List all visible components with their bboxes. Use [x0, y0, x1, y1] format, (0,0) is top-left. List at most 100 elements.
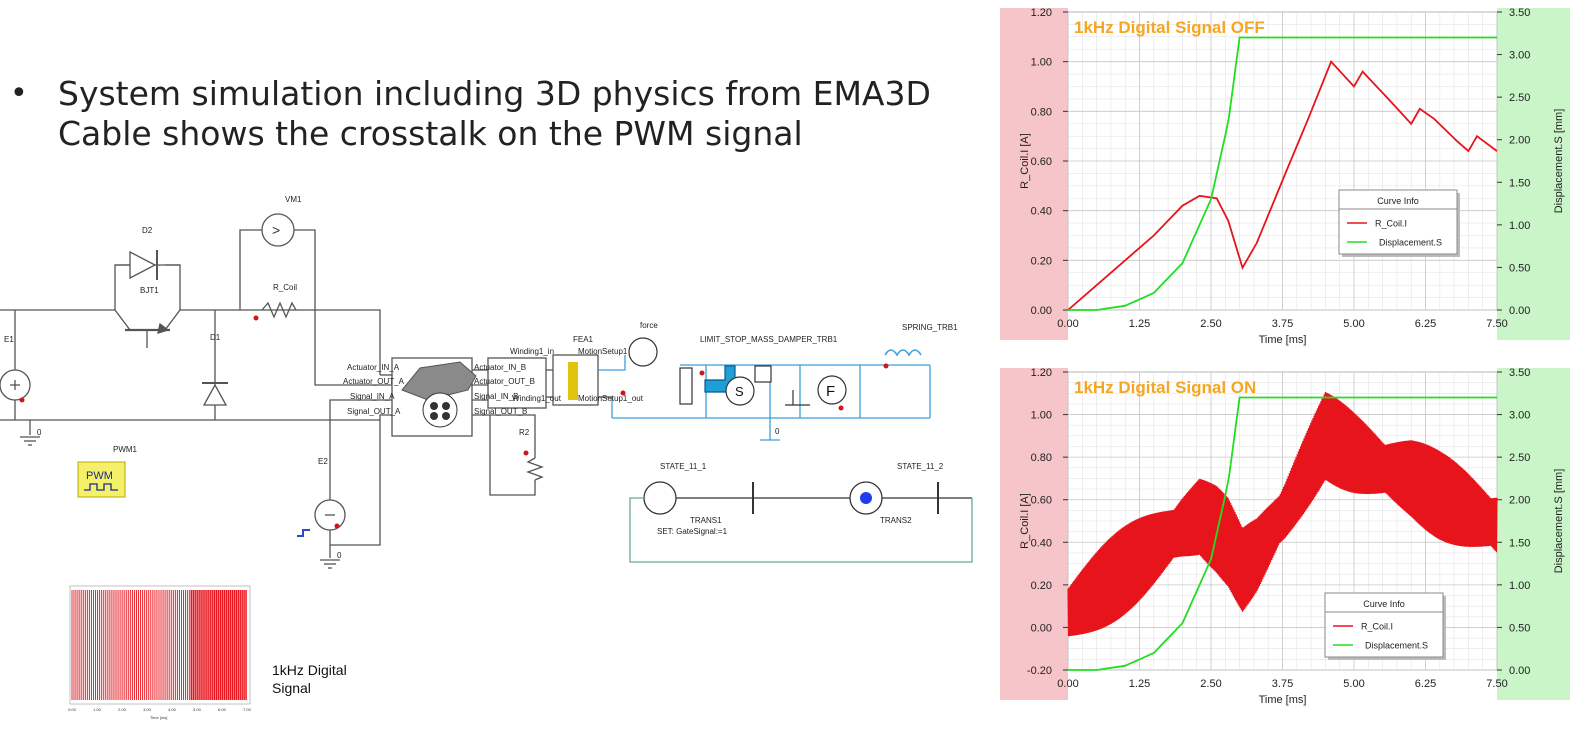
y-tick-label: 0.80 — [1031, 452, 1052, 464]
label-act-in-a: Actuator_IN_A — [347, 363, 400, 372]
system-schematic: S F > PWM VM1 D2 BJT1 R_Coil D1 E1 — [0, 195, 973, 569]
label-r2: R2 — [519, 428, 530, 437]
signal-caption-line-2: Signal — [272, 680, 311, 696]
y-tick-label: 0.40 — [1031, 206, 1052, 218]
y-tick-label: 0.60 — [1031, 156, 1052, 168]
pwm-thumb-xtick: 5.00 — [193, 707, 202, 712]
y-tick-label: -0.20 — [1027, 665, 1052, 677]
signal-caption-line-1: 1kHz Digital — [272, 662, 347, 678]
x-tick-label: 6.25 — [1415, 318, 1436, 330]
signal-caption: 1kHz Digital Signal — [272, 661, 347, 697]
s-symbol: S — [735, 384, 744, 399]
label-d1: D1 — [210, 333, 221, 342]
pwm-thumb-xlabel: Time [ms] — [150, 715, 167, 720]
bullet-dot-icon: • — [10, 76, 28, 111]
y2-tick-label: 1.00 — [1509, 220, 1530, 232]
pwm-thumb-xtick: 6.00 — [218, 707, 227, 712]
label-gnd2: 0 — [337, 551, 342, 560]
coil-current-series-line — [1067, 391, 1498, 637]
pwm-thumb-xtick: 1.00 — [93, 707, 102, 712]
label-trans1-set: SET: GateSignal:=1 — [657, 527, 728, 536]
y2-tick-label: 0.00 — [1509, 665, 1530, 677]
label-trans2: TRANS2 — [880, 516, 912, 525]
label-vm1: VM1 — [285, 195, 302, 204]
pwm-block-text: PWM — [86, 470, 113, 482]
label-e1: E1 — [4, 335, 14, 344]
label-force: force — [640, 321, 658, 330]
y-axis-label: R_Coil.I [A] — [1019, 133, 1031, 189]
pwm-thumb-xtick: 3.00 — [143, 707, 152, 712]
y-tick-label: 0.00 — [1031, 305, 1052, 317]
chart-title: 1kHz Digital Signal ON — [1074, 378, 1256, 397]
label-act-out-b: Actuator_OUT_B — [474, 377, 535, 386]
label-sig-out-b: Signal_OUT_B — [474, 407, 527, 416]
y-tick-label: 0.20 — [1031, 580, 1052, 592]
y-tick-label: 1.00 — [1031, 410, 1052, 422]
x-tick-label: 5.00 — [1343, 678, 1364, 690]
label-sig-in-a: Signal_IN_A — [350, 392, 395, 401]
label-e2: E2 — [318, 457, 328, 466]
left-axis-band — [1000, 8, 1068, 340]
label-r-coil: R_Coil — [273, 283, 297, 292]
x-tick-label: 7.50 — [1486, 318, 1507, 330]
bullet-text: System simulation including 3D physics f… — [58, 74, 958, 154]
signal-source-icon — [297, 529, 310, 537]
y2-tick-label: 2.00 — [1509, 495, 1530, 507]
legend-title: Curve Info — [1377, 196, 1419, 206]
y-tick-label: 0.20 — [1031, 255, 1052, 267]
pwm-signal-thumbnail: 0.00 1.00 2.00 3.00 4.00 5.00 6.00 7.00 Time [m… — [68, 585, 252, 720]
legend-entry-label: R_Coil.I — [1375, 219, 1407, 229]
y2-tick-label: 3.50 — [1509, 368, 1530, 379]
pwm-thumb-xtick: 7.00 — [243, 707, 252, 712]
chart-title: 1kHz Digital Signal OFF — [1074, 18, 1265, 37]
y2-tick-label: 1.50 — [1509, 537, 1530, 549]
left-axis-band — [1000, 368, 1068, 700]
pwm-thumb-xtick: 2.00 — [118, 707, 127, 712]
x-tick-label: 2.50 — [1200, 318, 1221, 330]
label-winding-out: Winding1_out — [512, 394, 562, 403]
y2-axis-label: Displacement.S [mm] — [1553, 109, 1565, 214]
bullet-line-2: Cable shows the crosstalk on the PWM sig… — [58, 114, 803, 153]
label-gnd1: 0 — [37, 428, 42, 437]
car-model-icon — [401, 361, 477, 428]
x-tick-label: 1.25 — [1129, 318, 1150, 330]
pwm-thumb-xtick: 4.00 — [168, 707, 177, 712]
x-axis-label: Time [ms] — [1259, 334, 1307, 346]
x-axis-label: Time [ms] — [1259, 694, 1307, 706]
y-axis-label: R_Coil.I [A] — [1019, 493, 1031, 549]
right-axis-band — [1497, 8, 1570, 340]
label-limit-stop: LIMIT_STOP_MASS_DAMPER_TRB1 — [700, 335, 838, 344]
x-tick-label: 0.00 — [1057, 318, 1078, 330]
x-tick-label: 3.75 — [1272, 678, 1293, 690]
y-tick-label: 0.40 — [1031, 537, 1052, 549]
label-fea1: FEA1 — [573, 335, 594, 344]
label-sig-in-b: Signal_IN_B — [474, 392, 518, 401]
label-motion-a: MotionSetup1 — [578, 347, 628, 356]
label-act-out-a: Actuator_OUT_A — [343, 377, 405, 386]
label-trans1: TRANS1 — [690, 516, 722, 525]
x-tick-label: 5.00 — [1343, 318, 1364, 330]
y2-tick-label: 3.50 — [1509, 8, 1530, 19]
y2-axis-label: Displacement.S [mm] — [1553, 469, 1565, 574]
y-tick-label: 0.80 — [1031, 106, 1052, 118]
x-tick-label: 1.25 — [1129, 678, 1150, 690]
y2-tick-label: 3.00 — [1509, 410, 1530, 422]
x-tick-label: 2.50 — [1200, 678, 1221, 690]
label-motion-b: MotionSetup1_out — [578, 394, 644, 403]
label-bjt1: BJT1 — [140, 286, 159, 295]
y2-tick-label: 2.50 — [1509, 452, 1530, 464]
y2-tick-label: 1.50 — [1509, 177, 1530, 189]
label-d2: D2 — [142, 226, 153, 235]
pwm-thumb-xtick: 0.00 — [68, 707, 77, 712]
label-pwm1: PWM1 — [113, 445, 138, 454]
meter-icon: > — [272, 222, 280, 238]
y2-tick-label: 1.00 — [1509, 580, 1530, 592]
y2-tick-label: 2.00 — [1509, 135, 1530, 147]
x-tick-label: 7.50 — [1486, 678, 1507, 690]
fea-icon — [568, 362, 578, 400]
y-tick-label: 0.00 — [1031, 622, 1052, 634]
y-tick-label: 0.60 — [1031, 495, 1052, 507]
pwm-wave-icon — [84, 483, 118, 491]
